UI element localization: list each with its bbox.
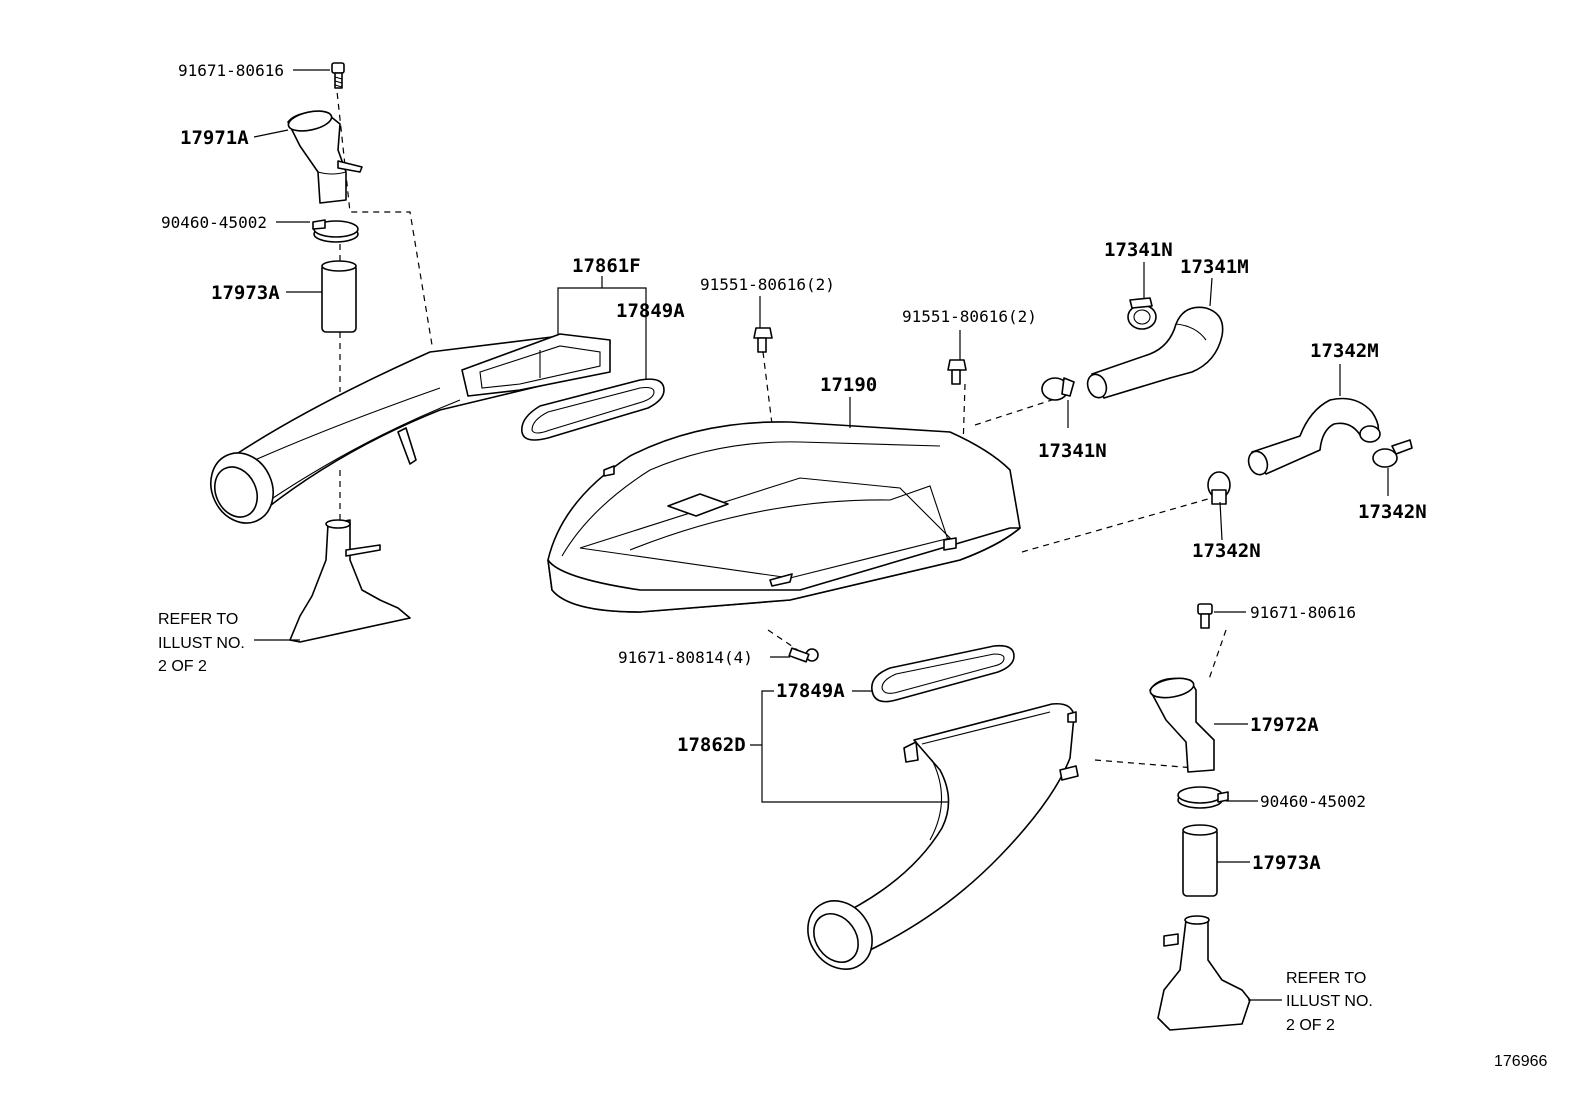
label-hose-right: 17973A — [1252, 852, 1321, 874]
leader-lines — [253, 69, 1389, 1001]
hose-17973a-left — [321, 260, 357, 333]
clip-17342n-bottom — [1207, 471, 1231, 505]
inlet-duct-17862d — [807, 702, 1079, 970]
label-bolt-right: 91671-80616 — [1250, 603, 1356, 622]
bolt-right — [1197, 603, 1213, 629]
part-labels: 91671-80616 17971A 90460-45002 17973A 17… — [161, 61, 1427, 874]
refer-bracket-right — [1157, 915, 1251, 1031]
inlet-duct-17861f — [210, 333, 611, 524]
label-cover-17190: 17190 — [820, 374, 877, 396]
refer-bracket-left — [289, 519, 411, 643]
bolt-top-left — [331, 62, 345, 89]
label-bolt-top-left: 91671-80616 — [178, 61, 284, 80]
refer-note-right: REFER TO ILLUST NO. 2 OF 2 — [1286, 970, 1373, 1034]
label-duct-17972a: 17972A — [1250, 714, 1319, 736]
label-bolt-cover-right: 91551-80616(2) — [902, 307, 1037, 326]
bolt-cover-left — [753, 327, 773, 353]
label-inlet-17861f: 17861F — [572, 255, 641, 277]
note-left-line-1: REFER TO — [158, 611, 238, 628]
label-hose-17341m: 17341M — [1180, 256, 1249, 278]
label-bolt-cover-bottom: 91671-80814(4) — [618, 648, 753, 667]
duct-17971a — [287, 110, 363, 204]
label-clip-17342n-right: 17342N — [1358, 501, 1427, 523]
refer-note-left: REFER TO ILLUST NO. 2 OF 2 — [158, 611, 245, 675]
label-clamp-right: 90460-45002 — [1260, 792, 1366, 811]
duct-17972a — [1149, 677, 1215, 773]
label-clip-17342n-bottom: 17342N — [1192, 540, 1261, 562]
label-gasket-upper: 17849A — [616, 300, 685, 322]
note-left-line-3: 2 OF 2 — [158, 658, 207, 675]
hose-17973a-right — [1182, 824, 1218, 897]
bolt-cover-right — [947, 359, 967, 385]
label-hose-17342m: 17342M — [1310, 340, 1379, 362]
clip-17341n-bottom — [1041, 377, 1075, 401]
gasket-17849a-lower — [871, 644, 1015, 703]
note-left-line-2: ILLUST NO. — [158, 635, 245, 652]
note-right-line-3: 2 OF 2 — [1286, 1017, 1335, 1034]
clip-17341n-top — [1127, 297, 1157, 330]
label-duct-17971a: 17971A — [180, 127, 249, 149]
cover-17190 — [547, 421, 1021, 613]
hose-17342m — [1247, 397, 1381, 476]
label-clip-17341n-top: 17341N — [1104, 239, 1173, 261]
clamp-left — [312, 219, 359, 243]
label-hose-left: 17973A — [211, 282, 280, 304]
clip-17342n-right — [1372, 439, 1413, 468]
label-gasket-lower: 17849A — [776, 680, 845, 702]
hose-17341m — [1086, 306, 1224, 399]
note-right-line-2: ILLUST NO. — [1286, 993, 1373, 1010]
figure-id: 176966 — [1494, 1053, 1547, 1070]
label-clip-17341n-bottom: 17341N — [1038, 440, 1107, 462]
gasket-17849a-upper — [521, 378, 665, 441]
note-right-line-1: REFER TO — [1286, 970, 1366, 987]
label-bolt-cover-left: 91551-80616(2) — [700, 275, 835, 294]
label-clamp-left: 90460-45002 — [161, 213, 267, 232]
label-inlet-17862d: 17862D — [677, 734, 746, 756]
clamp-right — [1177, 786, 1229, 809]
bolt-cover-bottom — [788, 647, 819, 663]
